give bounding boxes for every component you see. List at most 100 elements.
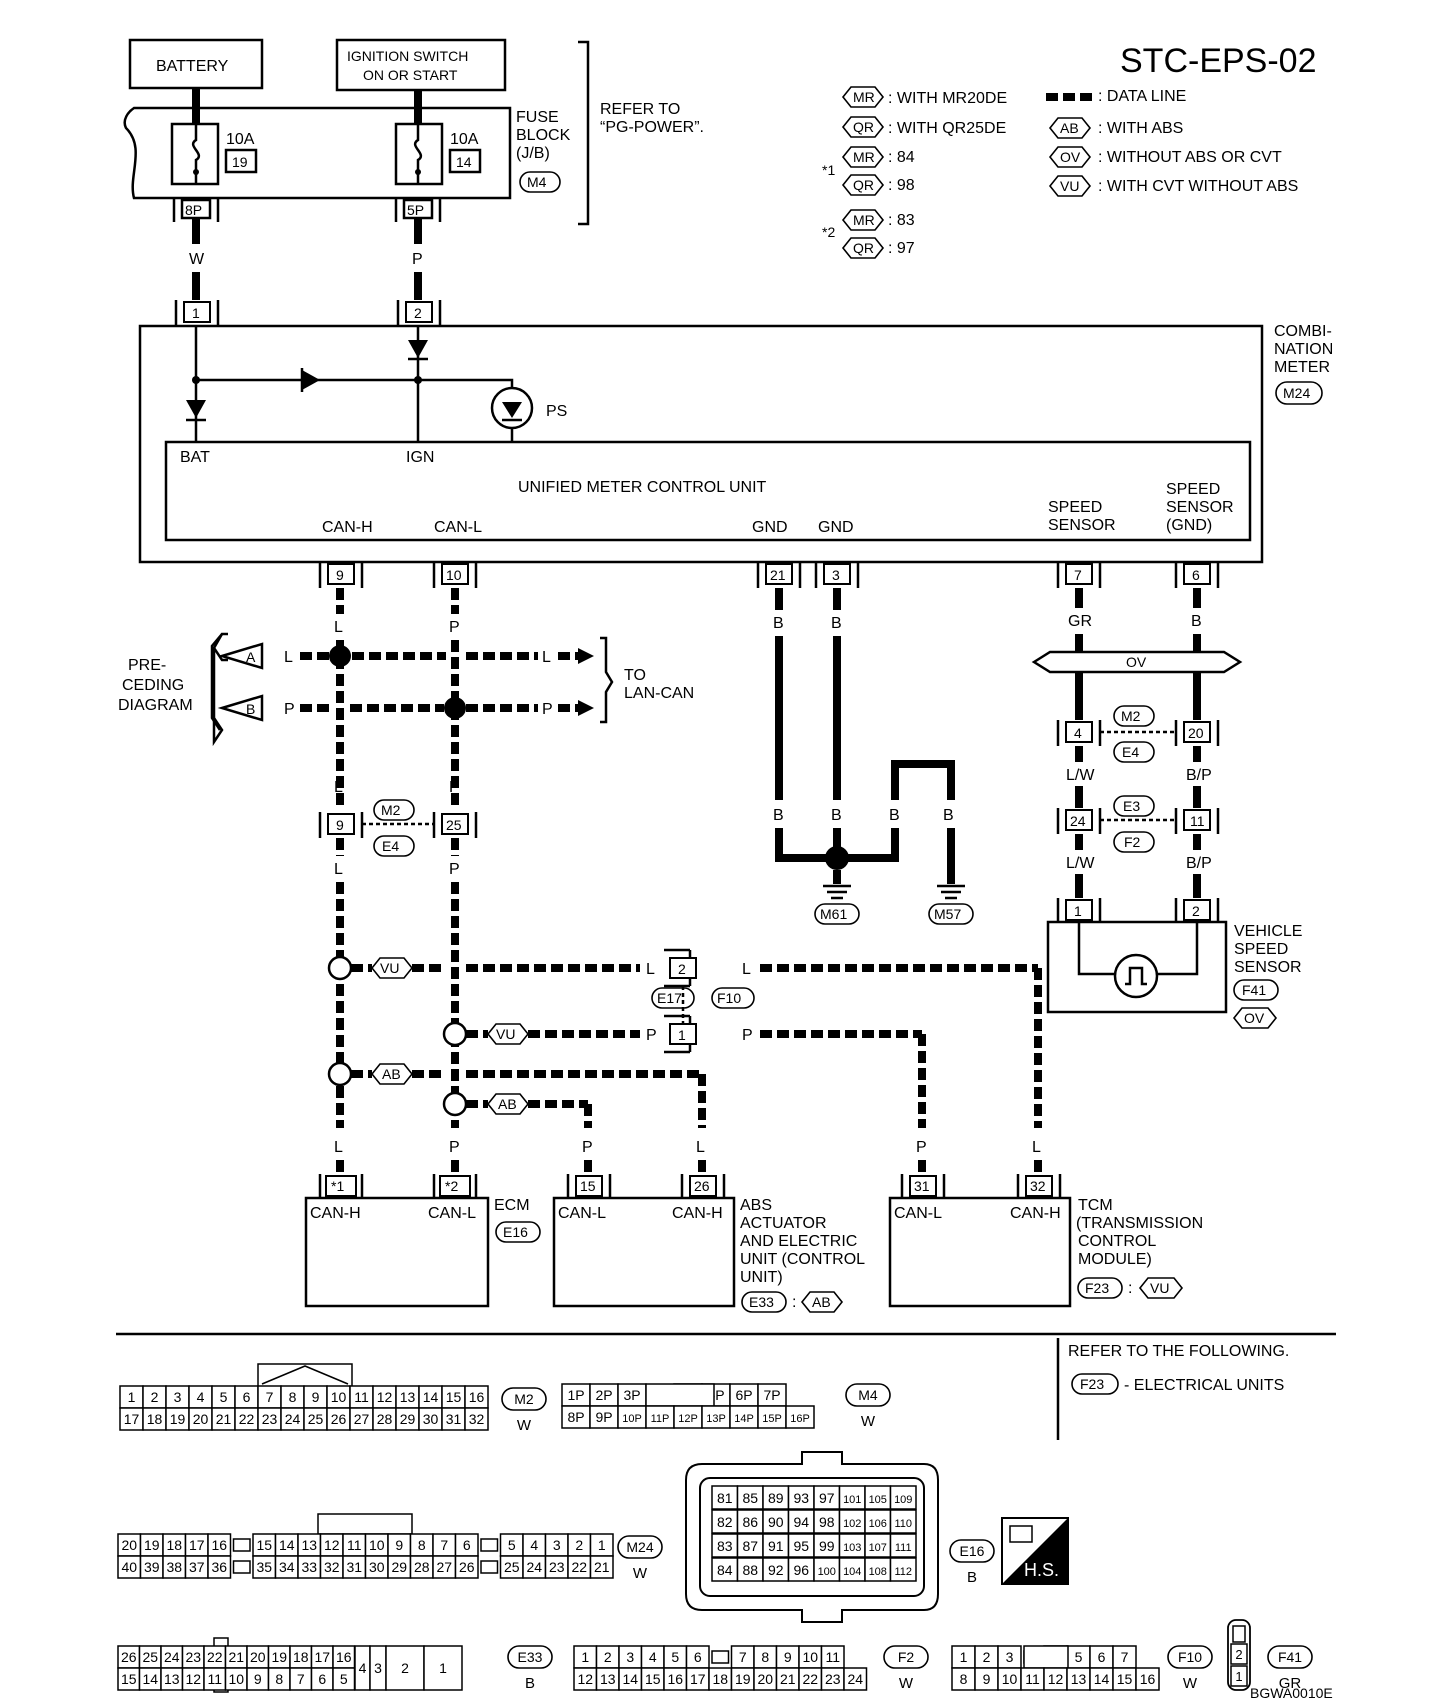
svg-text:LAN-CAN: LAN-CAN — [624, 685, 694, 702]
pin-1-vss: 1 — [1056, 898, 1102, 922]
connector-cell — [843, 1667, 868, 1691]
svg-text:L: L — [742, 961, 751, 978]
splice — [825, 846, 849, 870]
pin-number: 3P — [623, 1387, 640, 1403]
pin-number: 34 — [279, 1559, 295, 1575]
svg-text:MR: MR — [853, 212, 875, 228]
wire-color-w: W — [189, 251, 205, 268]
pin-number: 12 — [377, 1389, 393, 1405]
pin-number: 15P — [762, 1413, 782, 1425]
pin-number: 19 — [735, 1671, 751, 1687]
pin-number: 86 — [742, 1514, 758, 1530]
pin-number: 25 — [504, 1559, 520, 1575]
svg-text:IGNITION SWITCH: IGNITION SWITCH — [347, 48, 468, 64]
legend-text: : WITH QR25DE — [888, 120, 1006, 137]
pin-number: 22 — [239, 1411, 255, 1427]
connector-cell — [207, 1555, 232, 1579]
tcm: 31 32 CAN-L CAN-H TCM (TRANSMISSION CONT… — [888, 1174, 1203, 1308]
pin-number: 24 — [847, 1671, 863, 1687]
svg-text:P: P — [449, 1139, 460, 1156]
connector-lock — [317, 1513, 413, 1535]
label-speed-sensor-gnd: SPEED — [1166, 481, 1220, 498]
connector-color: B — [967, 1569, 977, 1586]
svg-text:6: 6 — [1192, 567, 1200, 583]
battery: BATTERY — [128, 38, 264, 90]
legend-tag-qr: QR — [841, 174, 885, 196]
svg-text:H.S.: H.S. — [1024, 1560, 1059, 1580]
legend-text: : 97 — [888, 240, 915, 257]
pin-number: 37 — [189, 1559, 205, 1575]
svg-text:L/W: L/W — [1066, 767, 1095, 784]
pin-2-vss: 2 — [1174, 898, 1220, 922]
svg-text:19: 19 — [232, 154, 248, 170]
conn-tag-f10: F10 — [711, 987, 755, 1009]
svg-text:3: 3 — [832, 567, 840, 583]
wire-color-p: P — [412, 251, 423, 268]
svg-text:B/P: B/P — [1186, 855, 1212, 872]
legend-text: : WITHOUT ABS OR CVT — [1098, 149, 1282, 166]
pin-number: 31 — [446, 1411, 462, 1427]
connector-cell — [889, 1533, 917, 1558]
connector-lock — [257, 1363, 353, 1386]
pin-number: 7 — [739, 1649, 747, 1665]
pin-number: 98 — [819, 1514, 835, 1530]
svg-text:1: 1 — [678, 1027, 686, 1043]
svg-text:24: 24 — [1070, 813, 1086, 829]
pin-number: 14 — [279, 1537, 295, 1553]
pin-number: 2 — [401, 1660, 409, 1676]
pin-number: 10P — [622, 1413, 642, 1425]
connector-cell — [423, 1645, 463, 1691]
pin-number: 19 — [144, 1537, 160, 1553]
svg-text:*1: *1 — [331, 1178, 344, 1194]
connector-cell — [589, 1555, 614, 1579]
connector-tag — [507, 1645, 553, 1669]
svg-text:(TRANSMISSION: (TRANSMISSION — [1076, 1215, 1203, 1232]
svg-text:QR: QR — [853, 240, 874, 256]
connector-tag-label: M24 — [626, 1539, 653, 1555]
combination-meter: COMBI- NATION METER M24 1 2 PS BA — [138, 300, 1333, 588]
marker-ab: AB — [486, 1093, 530, 1115]
pin-26: 26 — [680, 1174, 726, 1198]
pin-number: 6 — [1098, 1649, 1106, 1665]
svg-text:7: 7 — [1074, 567, 1082, 583]
connector-color: W — [633, 1565, 648, 1582]
pin-number: 1P — [567, 1387, 584, 1403]
ecm: *1 *2 CAN-H CAN-L ECM E16 — [304, 1174, 541, 1308]
svg-text:CAN-H: CAN-H — [1010, 1205, 1061, 1222]
svg-text:ACTUATOR: ACTUATOR — [740, 1215, 827, 1232]
label-speed-sensor: SENSOR — [1048, 517, 1116, 534]
svg-text:F10: F10 — [717, 990, 741, 1006]
legend-tag-mr: MR — [841, 209, 885, 231]
svg-text:L: L — [542, 649, 551, 666]
pin-number: 14 — [622, 1671, 638, 1687]
pin-number: 27 — [436, 1559, 452, 1575]
svg-text:BLOCK: BLOCK — [516, 127, 571, 144]
pin-number: 16 — [469, 1389, 485, 1405]
pin-number: 25 — [308, 1411, 324, 1427]
legend-text: : 83 — [888, 212, 915, 229]
svg-text:B: B — [773, 807, 784, 824]
svg-text:B: B — [246, 701, 255, 717]
connector-cell — [1135, 1667, 1160, 1691]
pin-number: 6 — [694, 1649, 702, 1665]
connector-tag-label: M4 — [858, 1387, 878, 1403]
pin-3: 3 — [814, 562, 860, 588]
pin-number: 1 — [1235, 1669, 1242, 1684]
pin-number: 20 — [193, 1411, 209, 1427]
pin-1: 1 — [174, 300, 220, 326]
connector-lock — [480, 1538, 499, 1552]
pin-number: 31 — [346, 1559, 362, 1575]
connector-cell — [1230, 1665, 1248, 1687]
pin-number: 15 — [446, 1389, 462, 1405]
pin-number: 112 — [894, 1566, 912, 1578]
pin-number: 92 — [768, 1562, 784, 1578]
pin-number: 2 — [575, 1537, 583, 1553]
svg-text:TO: TO — [624, 667, 646, 684]
svg-text:(J/B): (J/B) — [516, 145, 550, 162]
pin-number: 27 — [354, 1411, 370, 1427]
svg-text:CONTROL: CONTROL — [1078, 1233, 1156, 1250]
pin-number: 7 — [266, 1389, 274, 1405]
connector-cell — [1230, 1643, 1248, 1665]
pin-number: 81 — [717, 1490, 733, 1506]
